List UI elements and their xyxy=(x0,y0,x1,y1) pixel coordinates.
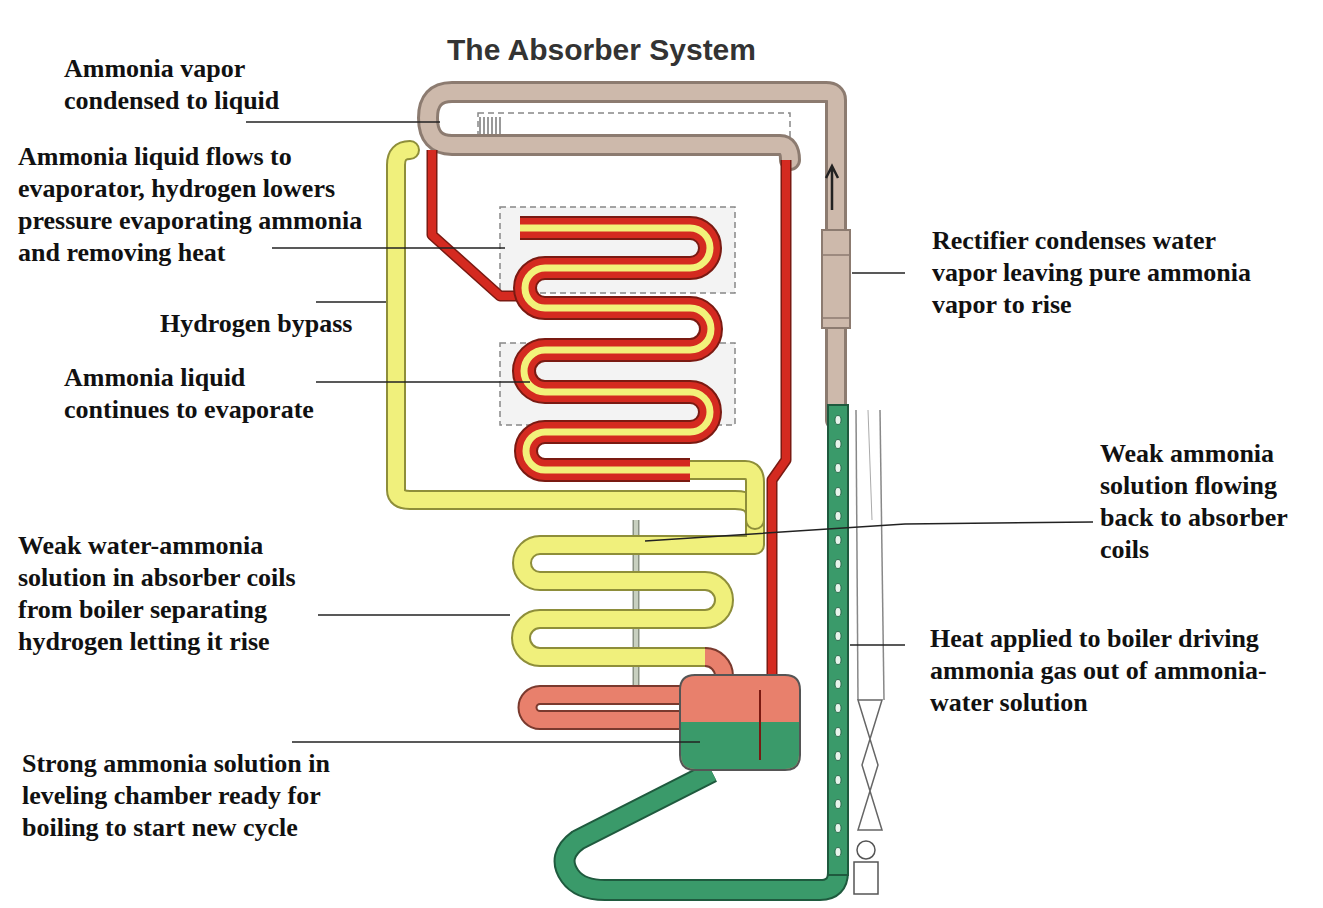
callout-label: Heat applied to boiler driving ammonia g… xyxy=(930,623,1316,719)
flue-line xyxy=(856,410,858,700)
bubble xyxy=(835,512,841,521)
bubble xyxy=(835,680,841,689)
burner-flame xyxy=(857,841,875,859)
evaporator-outlet xyxy=(690,470,755,520)
flue-baffle xyxy=(858,700,882,830)
label-text: Rectifier condenses water vapor leaving … xyxy=(932,226,1251,319)
flue-line xyxy=(880,410,884,700)
diagram-title: The Absorber System xyxy=(447,33,756,67)
leader-line xyxy=(850,644,905,646)
title-text: The Absorber System xyxy=(447,33,756,66)
label-text: Strong ammonia solution in leveling cham… xyxy=(22,749,330,842)
flow-arrow xyxy=(826,166,838,210)
leveling-chamber xyxy=(680,675,800,770)
bubble xyxy=(835,824,841,833)
leader-line xyxy=(318,614,510,616)
burner xyxy=(854,862,878,894)
callout-label: Ammonia liquid flows to evaporator, hydr… xyxy=(18,141,386,269)
label-text: Ammonia liquid continues to evaporate xyxy=(64,363,314,424)
rectifier-baffle xyxy=(822,254,850,256)
bubble xyxy=(835,800,841,809)
evaporator-inner-pipe xyxy=(520,228,711,470)
flue-line xyxy=(868,410,872,520)
bubble xyxy=(835,704,841,713)
absorber-coil xyxy=(521,520,755,657)
bubble xyxy=(835,776,841,785)
return-pipe xyxy=(565,772,838,890)
callout-label: Hydrogen bypass xyxy=(160,308,400,340)
bubble xyxy=(835,608,841,617)
leader-line xyxy=(645,522,1093,541)
liquid-feed-pipe xyxy=(432,150,528,296)
leader-line xyxy=(316,381,530,383)
callout-label: Weak water-ammonia solution in absorber … xyxy=(18,530,348,658)
label-text: Hydrogen bypass xyxy=(160,309,352,338)
boiler-column xyxy=(828,405,848,875)
callout-label: Strong ammonia solution in leveling cham… xyxy=(22,748,382,844)
bubble xyxy=(835,848,841,857)
leader-line xyxy=(272,247,505,249)
return-pipe xyxy=(565,772,838,890)
label-text: Ammonia vapor condensed to liquid xyxy=(64,54,279,115)
leader-line xyxy=(316,301,386,303)
bubble xyxy=(835,464,841,473)
bubble xyxy=(835,728,841,737)
callout-label: Ammonia vapor condensed to liquid xyxy=(64,53,326,117)
chamber-inlet xyxy=(759,690,761,760)
bubble xyxy=(835,536,841,545)
label-text: Weak water-ammonia solution in absorber … xyxy=(18,531,296,656)
liquid-feed-pipe xyxy=(432,150,528,296)
callout-label: Weak ammonia solution flowing back to ab… xyxy=(1100,438,1310,566)
absorber-coil xyxy=(521,520,755,657)
leader-line xyxy=(246,121,440,123)
bubble xyxy=(835,656,841,665)
callout-label: Ammonia liquid continues to evaporate xyxy=(64,362,354,426)
boiler-bubbles xyxy=(835,416,841,857)
bubble xyxy=(835,416,841,425)
rectifier xyxy=(822,230,850,328)
liquid-ammonia-pipe xyxy=(772,160,786,680)
bubble xyxy=(835,752,841,761)
evaporator-outlet xyxy=(690,470,755,520)
bubble xyxy=(835,560,841,569)
liquid-ammonia-pipe xyxy=(772,160,786,680)
strong-solution xyxy=(681,722,799,769)
label-text: Ammonia liquid flows to evaporator, hydr… xyxy=(18,142,362,267)
bubble xyxy=(835,488,841,497)
leader-line xyxy=(292,741,700,743)
bubble xyxy=(835,440,841,449)
label-text: Heat applied to boiler driving ammonia g… xyxy=(930,624,1267,717)
callout-label: Rectifier condenses water vapor leaving … xyxy=(932,225,1272,321)
bubble xyxy=(835,584,841,593)
label-text: Weak ammonia solution flowing back to ab… xyxy=(1100,439,1288,564)
evaporator-coil xyxy=(520,228,711,470)
bubble xyxy=(835,632,841,641)
leader-line xyxy=(852,272,905,274)
evaporator-coil xyxy=(520,228,711,470)
rectifier-baffle xyxy=(822,317,850,319)
